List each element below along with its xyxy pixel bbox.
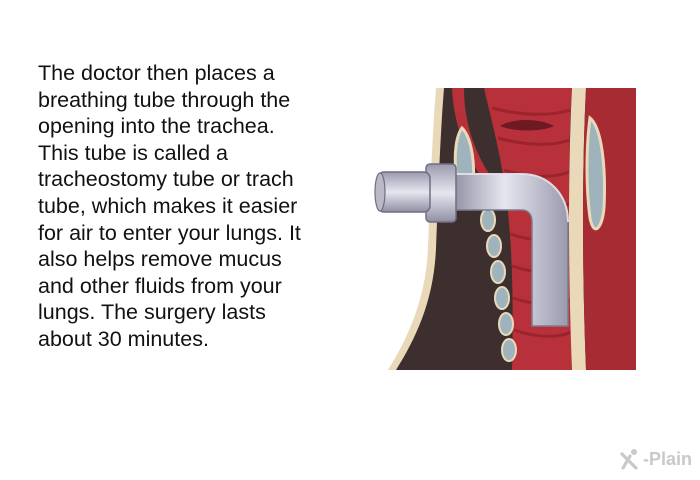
- body-text: The doctor then places a breathing tube …: [38, 61, 301, 351]
- xplain-logo: -Plain: [619, 448, 692, 470]
- xplain-x-icon: [620, 449, 638, 470]
- logo-text: -Plain: [642, 448, 692, 469]
- tracheostomy-illustration: [374, 88, 636, 370]
